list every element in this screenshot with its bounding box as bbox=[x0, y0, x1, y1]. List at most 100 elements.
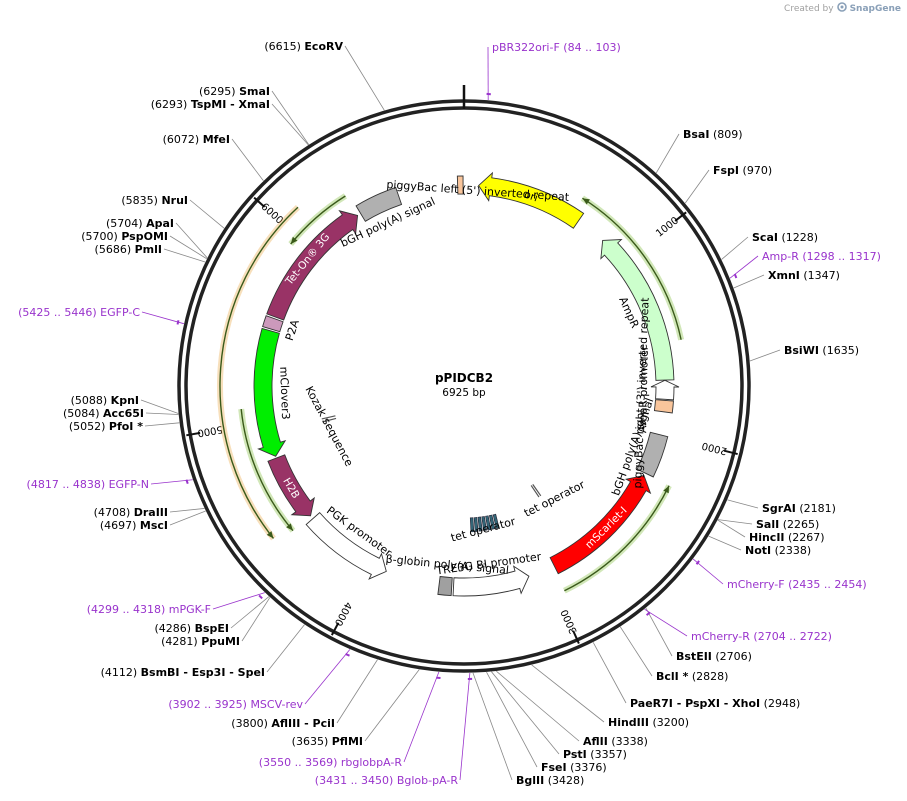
feature-tre3g-bi-promoter bbox=[452, 565, 530, 597]
primer-leader-line bbox=[304, 649, 351, 705]
primer-coord: (3550 .. 3569) bbox=[259, 756, 341, 769]
primer-name: pBR322ori-F bbox=[492, 41, 560, 54]
enzyme-coord: (5052) bbox=[69, 420, 109, 433]
enzyme-label-ppumi: (4281) PpuMI bbox=[161, 635, 240, 648]
enzyme-name: PfoI * bbox=[109, 420, 143, 433]
enzyme-coord: (809) bbox=[709, 128, 742, 141]
primer-name: Bglob-pA-R bbox=[397, 774, 459, 787]
enzyme-label-acc65i: (5084) Acc65I bbox=[63, 407, 144, 420]
primer-coord: (3431 .. 3450) bbox=[315, 774, 397, 787]
primer-label-egfp-c: (5425 .. 5446) EGFP-C bbox=[18, 306, 140, 319]
enzyme-name: PflMI bbox=[332, 735, 363, 748]
orf-arcs bbox=[217, 193, 685, 594]
enzyme-leader-line bbox=[175, 222, 208, 259]
orf-arc-line bbox=[582, 197, 682, 340]
tick-mark bbox=[572, 630, 580, 644]
tick-label: 4000 bbox=[332, 600, 354, 628]
primer-leader-line bbox=[459, 672, 471, 781]
enzyme-label-tspmi-xmai: (6293) TspMI - XmaI bbox=[151, 98, 270, 111]
enzyme-coord: (4697) bbox=[100, 519, 140, 532]
snapgene-credit: Created by SnapGene bbox=[784, 2, 901, 15]
primer-label-egfp-n: (4817 .. 4838) EGFP-N bbox=[27, 478, 149, 491]
enzyme-label-draiii: (4708) DraIII bbox=[94, 506, 168, 519]
enzyme-leader-line bbox=[655, 133, 680, 174]
enzyme-name: Acc65I bbox=[103, 407, 144, 420]
enzyme-leader-line bbox=[486, 671, 538, 768]
enzyme-leader-line bbox=[144, 422, 180, 427]
enzyme-coord: (2828) bbox=[688, 670, 728, 683]
feature-tet-on-3g bbox=[266, 210, 359, 321]
primer-name: EGFP-N bbox=[109, 478, 149, 491]
enzyme-name: KpnI bbox=[111, 394, 139, 407]
plasmid-size: 6925 bp bbox=[442, 387, 486, 399]
primer-site-mark bbox=[733, 273, 738, 279]
tick-label: 2000 bbox=[701, 439, 728, 456]
primer-coord: (84 .. 103) bbox=[560, 41, 621, 54]
enzyme-leader-line bbox=[336, 659, 378, 724]
enzyme-label-sali: SalI (2265) bbox=[756, 518, 819, 531]
leader-lines bbox=[140, 45, 781, 781]
primer-label-amp-r: Amp-R (1298 .. 1317) bbox=[762, 250, 881, 263]
orf-arc-green bbox=[563, 484, 672, 594]
orf-arc-line bbox=[240, 409, 294, 532]
enzyme-leader-line bbox=[344, 45, 385, 111]
credit-brand: SnapGene bbox=[849, 3, 901, 14]
primer-site-mark bbox=[176, 320, 180, 325]
orf-arrow-icon bbox=[290, 236, 298, 245]
enzyme-name: PspOMI bbox=[121, 230, 168, 243]
enzyme-label-aflii: AflII (3338) bbox=[583, 735, 648, 748]
enzyme-label-nrui: (5835) NruI bbox=[121, 194, 188, 207]
primer-label-mscv-rev: (3902 .. 3925) MSCV-rev bbox=[168, 698, 303, 711]
enzyme-coord: (2338) bbox=[771, 544, 811, 557]
feature-kozak-sequence bbox=[322, 417, 337, 423]
enzyme-leader-line bbox=[721, 236, 749, 260]
enzyme-leader-line bbox=[645, 607, 673, 657]
enzyme-label-smai: (6295) SmaI bbox=[199, 85, 270, 98]
feature-label-p2a: P2A bbox=[283, 318, 302, 343]
enzyme-leader-line bbox=[733, 274, 765, 289]
enzyme-name: FspI bbox=[713, 164, 739, 177]
tet-operator-box bbox=[481, 516, 487, 532]
primer-labels: pBR322ori-F (84 .. 103) Amp-R (1298 .. 13… bbox=[18, 41, 881, 787]
enzyme-label-msci: (4697) MscI bbox=[100, 519, 168, 532]
primer-label-mcherry-r: mCherry-R (2704 .. 2722) bbox=[691, 630, 832, 643]
enzyme-name: BstEII bbox=[676, 650, 712, 663]
enzyme-name: BsiWI bbox=[784, 344, 819, 357]
enzyme-label-sgrai: SgrAI (2181) bbox=[762, 502, 836, 515]
feature-label-ori: ori bbox=[522, 189, 539, 205]
credit-prefix: Created by bbox=[784, 3, 834, 14]
enzyme-name: BclI * bbox=[656, 670, 689, 683]
enzyme-label-scai: ScaI (1228) bbox=[752, 231, 818, 244]
enzyme-coord: (3635) bbox=[292, 735, 332, 748]
enzyme-label-bsteii: BstEII (2706) bbox=[676, 650, 752, 663]
feature-h2b bbox=[267, 454, 315, 517]
feature-kozak-sequence-line bbox=[321, 415, 336, 420]
enzyme-coord: (3200) bbox=[649, 716, 689, 729]
enzyme-name: HindIII bbox=[608, 716, 649, 729]
primer-name: EGFP-C bbox=[100, 306, 140, 319]
primer-coord: (4817 .. 4838) bbox=[27, 478, 109, 491]
enzyme-name: HincII bbox=[749, 531, 785, 544]
enzyme-label-bcli: BclI * (2828) bbox=[656, 670, 728, 683]
primer-name: rbglobpA-R bbox=[341, 756, 402, 769]
enzyme-coord: (5686) bbox=[95, 243, 135, 256]
primer-coord: (5425 .. 5446) bbox=[18, 306, 100, 319]
feature-label-tet-on-3g: Tet-On® 3G bbox=[283, 231, 333, 288]
enzyme-leader-line bbox=[163, 248, 206, 263]
tick-mark bbox=[330, 622, 340, 636]
enzyme-label-hindiii: HindIII (3200) bbox=[608, 716, 689, 729]
primer-coord: (1298 .. 1317) bbox=[799, 250, 881, 263]
enzyme-leader-line bbox=[491, 671, 560, 755]
primer-leader-line bbox=[644, 608, 688, 637]
orf-arrow-icon bbox=[286, 523, 293, 531]
orf-arrow-icon bbox=[266, 531, 274, 539]
feature-label-ampr-promoter: AmpR promoter bbox=[636, 345, 651, 433]
primer-site-mark bbox=[345, 653, 350, 657]
enzyme-label-pflmi: (3635) PflMI bbox=[292, 735, 363, 748]
enzyme-labels: (6615) EcoRV(6295) SmaI(6293) TspMI - Xm… bbox=[63, 40, 859, 787]
enzyme-name: XmnI bbox=[768, 269, 800, 282]
tet-operator-box bbox=[485, 515, 492, 531]
enzyme-leader-line bbox=[749, 349, 781, 362]
enzyme-leader-line bbox=[169, 510, 206, 526]
primer-coord: (3902 .. 3925) bbox=[168, 698, 250, 711]
